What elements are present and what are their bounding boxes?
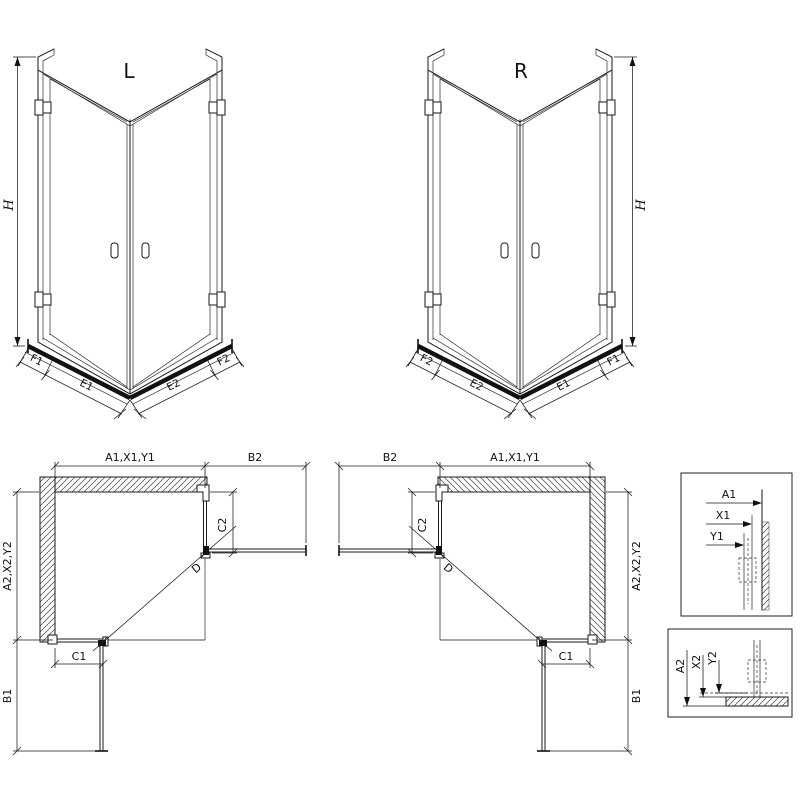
plan-view-left: A1,X1,Y1 B2 C2 A2,X2,Y2 B1 C1 D [1,451,311,756]
dim-c1-left: C1 [72,650,87,663]
detail-dim-y2: Y2 [706,651,719,666]
dim-a2x2y2-left: A2,X2,Y2 [1,541,14,591]
dim-a1x1y1-right: A1,X1,Y1 [490,451,540,464]
dim-d-right: D [441,561,456,576]
detail-dim-a2: A2 [674,659,687,674]
dim-e2-right: E2 [468,377,485,394]
dim-c1-right: C1 [559,650,574,663]
dim-f1-right: F1 [605,352,622,368]
detail-dim-a1: A1 [722,488,737,501]
dim-e1-right: E1 [555,377,572,394]
dim-h-left: H [2,199,17,212]
plan-view-right: A1,X1,Y1 B2 C2 A2,X2,Y2 B1 C1 D [334,451,643,756]
dim-f2-right: F2 [418,352,435,368]
dim-c2-left: C2 [216,518,229,533]
dim-h-right: H [634,199,649,212]
dim-b1-right: B1 [630,689,643,704]
dim-b2-right: B2 [383,451,398,464]
view-3d-left: H L F1 E1 E2 F2 [2,49,244,419]
dim-c2-right: C2 [416,518,429,533]
dim-d-left: D [189,561,204,576]
detail-dim-y1: Y1 [709,530,724,543]
dim-f2-left: F2 [215,352,232,368]
view-label-left: L [123,59,135,83]
dim-f1-left: F1 [28,352,45,368]
view-label-right: R [514,59,528,83]
dim-e1-left: E1 [78,377,95,394]
detail-dim-x2: X2 [690,655,703,670]
dim-b1-left: B1 [1,689,14,704]
detail-wall-profile: A1 X1 Y1 [680,472,793,617]
dim-e2-left: E2 [165,377,182,394]
detail-floor-profile: A2 X2 Y2 [667,628,793,718]
dim-b2-left: B2 [248,451,263,464]
detail-dim-x1: X1 [716,509,731,522]
dim-a2x2y2-right: A2,X2,Y2 [630,541,643,591]
view-3d-right: H R F2 E2 E1 F1 [406,49,649,419]
dim-a1x1y1-left: A1,X1,Y1 [105,451,155,464]
